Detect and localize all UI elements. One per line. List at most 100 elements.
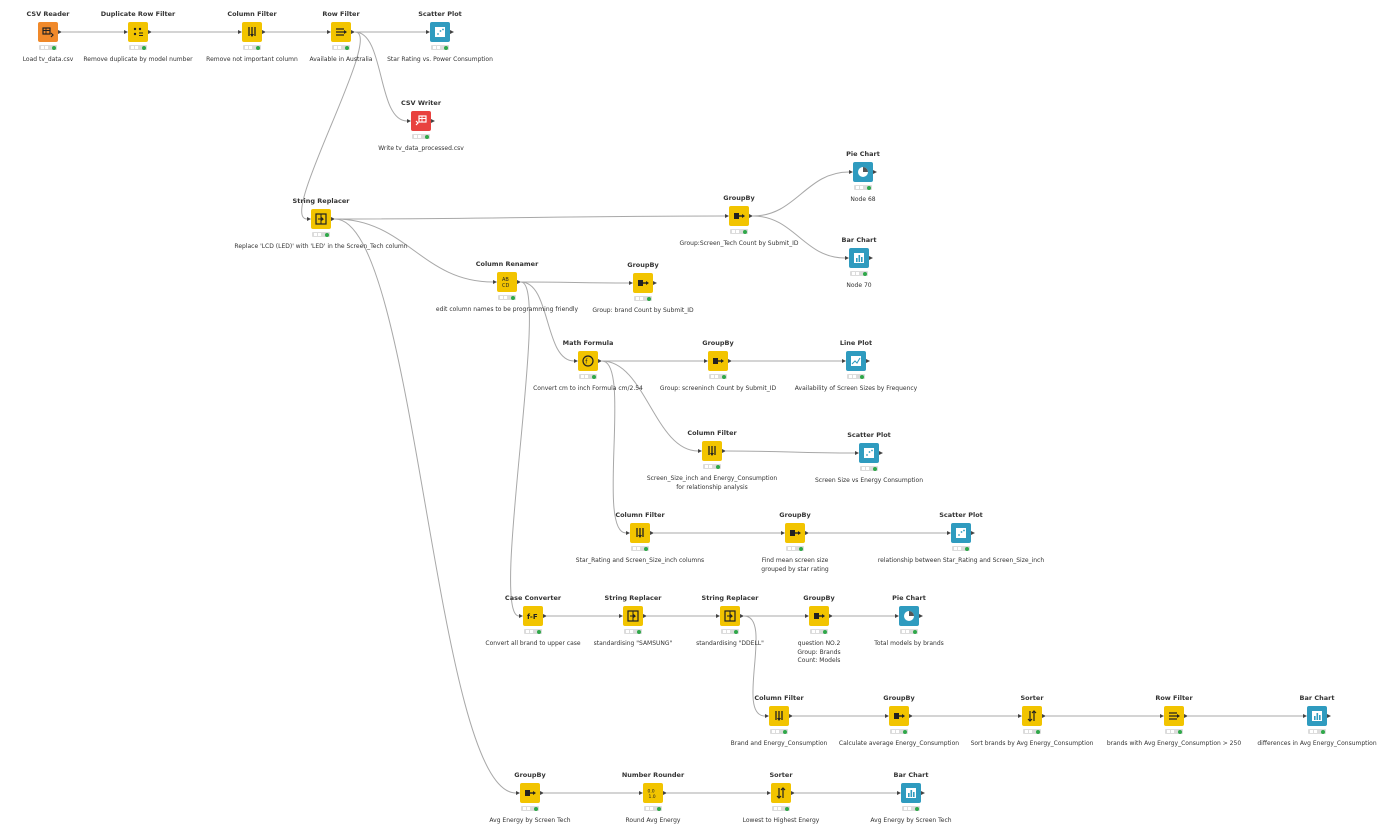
groupby-icon[interactable] <box>889 706 909 726</box>
connection-n13-n18[interactable] <box>601 360 627 534</box>
output-port[interactable] <box>873 170 877 174</box>
input-port[interactable] <box>493 280 497 284</box>
output-port[interactable] <box>1184 714 1188 718</box>
input-port[interactable] <box>519 614 523 618</box>
node-title[interactable]: GroupBy <box>627 261 659 269</box>
output-port[interactable] <box>450 30 454 34</box>
input-port[interactable] <box>426 30 430 34</box>
node-title[interactable]: Bar Chart <box>841 236 877 244</box>
groupby-icon[interactable] <box>708 351 728 371</box>
input-port[interactable] <box>619 614 623 618</box>
node-annotation[interactable]: Node 68 <box>850 196 876 203</box>
node-title[interactable]: Scatter Plot <box>418 10 462 18</box>
output-port[interactable] <box>431 119 435 123</box>
node-title[interactable]: Column Filter <box>227 10 277 18</box>
bar-chart-icon[interactable] <box>1307 706 1327 726</box>
input-port[interactable] <box>947 531 951 535</box>
string-replacer-icon[interactable] <box>720 606 740 626</box>
node-title[interactable]: GroupBy <box>702 339 734 347</box>
output-port[interactable] <box>749 214 753 218</box>
input-port[interactable] <box>1160 714 1164 718</box>
output-port[interactable] <box>740 614 744 618</box>
input-port[interactable] <box>307 217 311 221</box>
output-port[interactable] <box>728 359 732 363</box>
bar-chart-icon[interactable] <box>849 248 869 268</box>
node-title[interactable]: CSV Writer <box>400 99 442 107</box>
input-port[interactable] <box>1018 714 1022 718</box>
node-title[interactable]: Row Filter <box>1155 694 1193 702</box>
node-title[interactable]: Case Converter <box>504 594 562 602</box>
node-title[interactable]: GroupBy <box>883 694 915 702</box>
input-port[interactable] <box>626 531 630 535</box>
node-annotation[interactable]: question NO.2 Group: Brands Count: Model… <box>797 640 841 664</box>
node-title[interactable]: Number Rounder <box>621 771 685 779</box>
groupby-icon[interactable] <box>729 206 749 226</box>
connection-n7-n31[interactable] <box>334 218 517 794</box>
node-annotation[interactable]: relationship between Star_Rating and Scr… <box>877 557 1045 564</box>
input-port[interactable] <box>327 30 331 34</box>
connection-n16-n17[interactable] <box>725 450 856 454</box>
output-port[interactable] <box>919 614 923 618</box>
connection-n11-n12[interactable] <box>520 281 630 284</box>
output-port[interactable] <box>650 531 654 535</box>
input-port[interactable] <box>849 170 853 174</box>
connection-n11-n13[interactable] <box>520 281 575 362</box>
output-port[interactable] <box>971 531 975 535</box>
node-annotation[interactable]: Sort brands by Avg Energy_Consumption <box>970 740 1094 747</box>
node-annotation[interactable]: Find mean screen size grouped by star ra… <box>761 557 829 573</box>
node-annotation[interactable]: Screen Size vs Energy Consumption <box>815 477 923 484</box>
node-annotation[interactable]: Group:Screen_Tech Count by Submit_ID <box>679 240 799 247</box>
input-port[interactable] <box>781 531 785 535</box>
input-port[interactable] <box>716 614 720 618</box>
node-title[interactable]: GroupBy <box>723 194 755 202</box>
input-port[interactable] <box>574 359 578 363</box>
node-annotation[interactable]: Total models by brands <box>874 640 944 647</box>
connection-n8-n9[interactable] <box>752 171 850 217</box>
connection-n8-n10[interactable] <box>752 215 846 259</box>
input-port[interactable] <box>725 214 729 218</box>
input-port[interactable] <box>897 791 901 795</box>
scatter-plot-icon[interactable] <box>430 22 450 42</box>
output-port[interactable] <box>1042 714 1046 718</box>
string-replacer-icon[interactable] <box>311 209 331 229</box>
node-title[interactable]: String Replacer <box>292 197 350 205</box>
node-title[interactable]: Line Plot <box>839 339 873 347</box>
node-annotation[interactable]: Star Rating vs. Power Consumption <box>387 56 493 63</box>
math-formula-icon[interactable]: f <box>578 351 598 371</box>
node-annotation[interactable]: standardising "DDELL" <box>696 640 764 647</box>
input-port[interactable] <box>629 281 633 285</box>
node-title[interactable]: Sorter <box>1020 694 1044 702</box>
duplicate-filter-icon[interactable] <box>128 22 148 42</box>
node-title[interactable]: Row Filter <box>322 10 360 18</box>
node-title[interactable]: Scatter Plot <box>847 431 891 439</box>
pie-chart-icon[interactable] <box>899 606 919 626</box>
input-port[interactable] <box>765 714 769 718</box>
sorter-icon[interactable] <box>1022 706 1042 726</box>
output-port[interactable] <box>540 791 544 795</box>
node-annotation[interactable]: Convert all brand to upper case <box>485 640 581 647</box>
input-port[interactable] <box>704 359 708 363</box>
bar-chart-icon[interactable] <box>901 783 921 803</box>
scatter-plot-icon[interactable] <box>859 443 879 463</box>
node-title[interactable]: Pie Chart <box>846 150 880 158</box>
output-port[interactable] <box>663 791 667 795</box>
node-title[interactable]: Column Filter <box>687 429 737 437</box>
node-annotation[interactable]: Availability of Screen Sizes by Frequenc… <box>794 385 918 392</box>
output-port[interactable] <box>643 614 647 618</box>
node-annotation[interactable]: Group: brand Count by Submit_ID <box>592 307 694 314</box>
column-filter-icon[interactable] <box>769 706 789 726</box>
row-filter-icon[interactable] <box>331 22 351 42</box>
string-replacer-icon[interactable] <box>623 606 643 626</box>
node-annotation[interactable]: Remove duplicate by model number <box>83 56 193 63</box>
input-port[interactable] <box>855 451 859 455</box>
input-port[interactable] <box>767 791 771 795</box>
output-port[interactable] <box>789 714 793 718</box>
connection-n4-n6[interactable] <box>354 31 408 122</box>
input-port[interactable] <box>516 791 520 795</box>
output-port[interactable] <box>262 30 266 34</box>
node-title[interactable]: Column Filter <box>754 694 804 702</box>
node-annotation[interactable]: Group: screeninch Count by Submit_ID <box>659 385 777 392</box>
node-annotation[interactable]: Avg Energy by Screen Tech <box>489 817 571 824</box>
